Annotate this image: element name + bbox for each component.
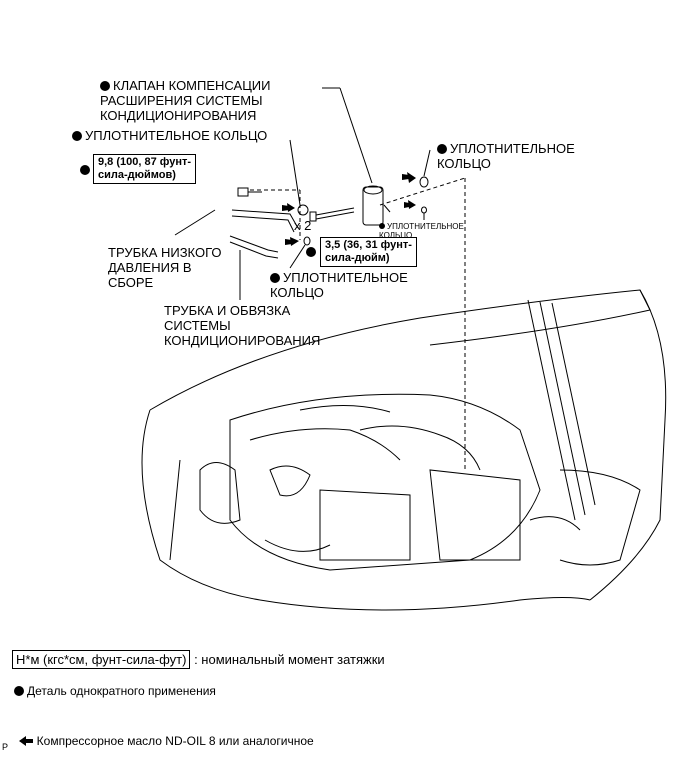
callout-torque-3-5 [306, 244, 319, 259]
legend-single-use: Деталь однократного применения [14, 683, 216, 699]
o-ring-right-label: УПЛОТНИТЕЛЬНОЕ КОЛЬЦО [437, 141, 575, 171]
torque-box-3-5: 3,5 (36, 31 фунт- сила-дюйм) [320, 237, 417, 267]
callout-o-ring-top-left: УПЛОТНИТЕЛЬНОЕ КОЛЬЦО [72, 128, 267, 143]
single-use-dot-icon [80, 165, 90, 175]
single-use-desc: Деталь однократного применения [27, 684, 216, 698]
single-use-dot-icon [270, 273, 280, 283]
o-ring-middle-label: УПЛОТНИТЕЛЬНОЕ КОЛЬЦО [270, 270, 408, 300]
arrow-left-icon [18, 736, 33, 746]
callout-o-ring-small: УПЛОТНИТЕЛЬНОЕ КОЛЬЦО [379, 222, 464, 240]
callout-torque-9-8 [80, 162, 93, 177]
single-use-dot-icon [379, 223, 385, 229]
single-use-dot-icon [437, 144, 447, 154]
multiplier-label: x 2 [294, 218, 312, 233]
single-use-dot-icon [72, 131, 82, 141]
callout-expansion-valve: КЛАПАН КОМПЕНСАЦИИ РАСШИРЕНИЯ СИСТЕМЫ КО… [100, 78, 271, 123]
callout-o-ring-middle: УПЛОТНИТЕЛЬНОЕ КОЛЬЦО [270, 270, 408, 300]
legend-torque: Н*м (кгс*см, фунт-сила-фут) : номинальны… [12, 650, 385, 669]
single-use-dot-icon [100, 81, 110, 91]
tube-and-harness-label: ТРУБКА И ОБВЯЗКА СИСТЕМЫ КОНДИЦИОНИРОВАН… [164, 303, 321, 348]
legend-compressor-oil: Компрессорное масло ND-OIL 8 или аналоги… [12, 717, 314, 749]
torque-desc: : номинальный момент затяжки [190, 652, 385, 667]
single-use-dot-icon [306, 247, 316, 257]
expansion-valve-label: КЛАПАН КОМПЕНСАЦИИ РАСШИРЕНИЯ СИСТЕМЫ КО… [100, 78, 271, 123]
o-ring-small-label: УПЛОТНИТЕЛЬНОЕ КОЛЬЦО [379, 222, 464, 240]
single-use-dot-icon [14, 686, 24, 696]
torque-box-9-8: 9,8 (100, 87 фунт- сила-дюймов) [93, 154, 197, 184]
torque-unit-box: Н*м (кгс*см, фунт-сила-фут) [12, 650, 191, 669]
low-pressure-tube-label: ТРУБКА НИЗКОГО ДАВЛЕНИЯ В СБОРЕ [108, 245, 222, 290]
callout-o-ring-right: УПЛОТНИТЕЛЬНОЕ КОЛЬЦО [437, 141, 575, 171]
o-ring-label: УПЛОТНИТЕЛЬНОЕ КОЛЬЦО [85, 128, 268, 143]
corner-mark: P [2, 742, 9, 752]
compressor-oil-desc: Компрессорное масло ND-OIL 8 или аналоги… [36, 734, 314, 748]
